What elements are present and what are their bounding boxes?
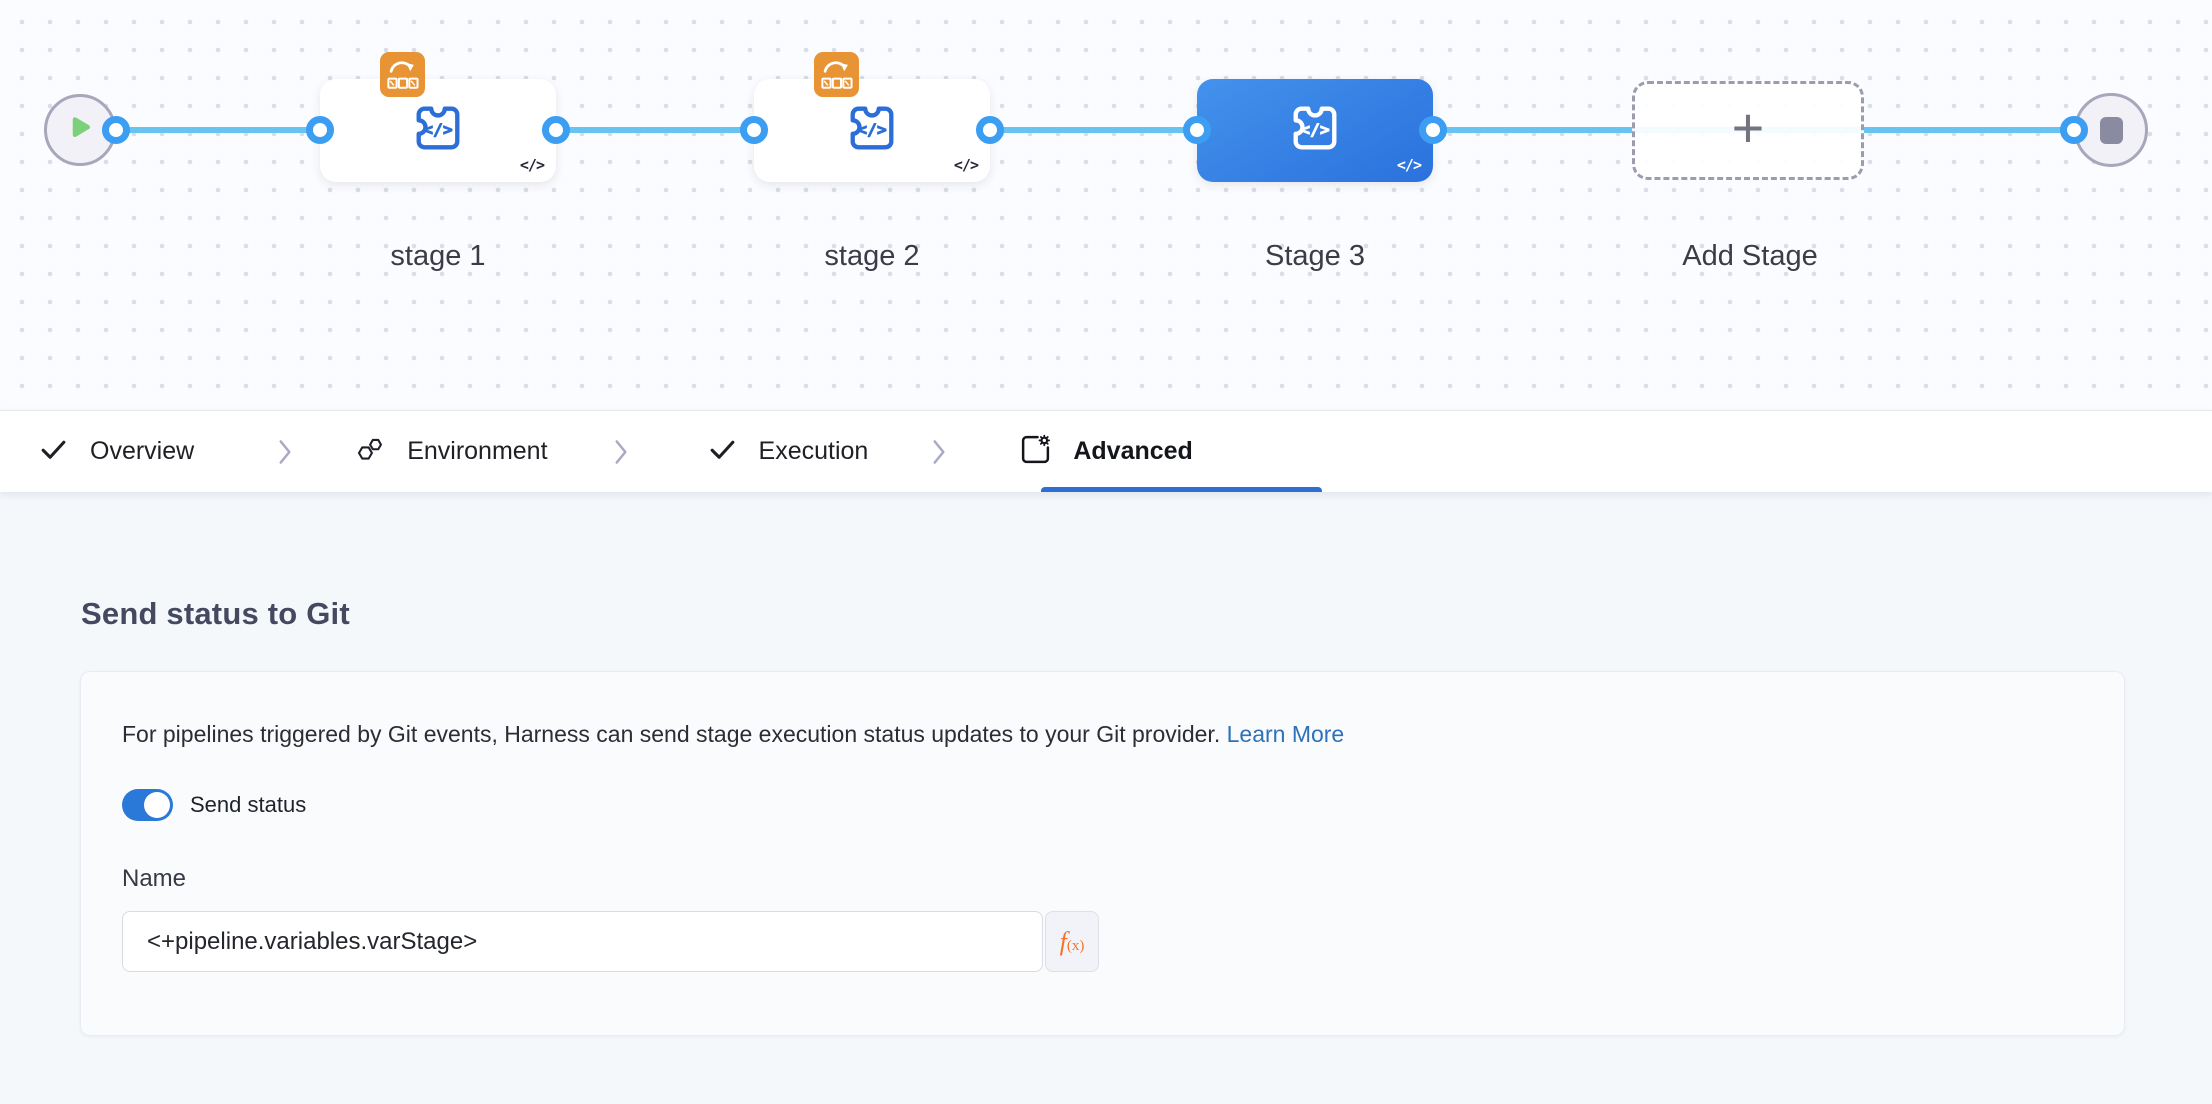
play-icon [66,113,94,148]
pipeline-start-node[interactable] [44,94,116,166]
rolling-deployment-badge-icon [814,52,859,97]
plus-icon: + [1731,95,1765,159]
chevron-right-icon [274,435,297,469]
code-glyph: </> [1300,120,1330,139]
connector-port[interactable] [306,116,334,144]
yaml-code-icon: </> [519,156,545,174]
yaml-code-icon: </> [1396,156,1422,174]
custom-stage-puzzle-icon: </> [1288,101,1342,160]
rolling-deployment-badge-icon [380,52,425,97]
description-text: For pipelines triggered by Git events, H… [122,721,1221,747]
code-glyph: </> [857,120,887,139]
tab-advanced[interactable]: Advanced [1019,433,1193,471]
add-stage-button[interactable]: + [1632,81,1864,180]
code-glyph: </> [423,120,453,139]
send-status-card: For pipelines triggered by Git events, H… [80,671,2125,1036]
stage-label: stage 1 [390,240,486,272]
chevron-right-icon [610,435,633,469]
tab-overview[interactable]: Overview [38,434,194,470]
fx-label: f [1059,926,1067,956]
document-gear-icon [1019,433,1052,471]
fx-sub-label: (x) [1066,938,1085,955]
connector-port[interactable] [1419,116,1447,144]
section-title: Send status to Git [81,596,350,631]
name-field-label: Name [122,865,187,893]
connector-port[interactable] [976,116,1004,144]
stop-icon [2099,116,2123,144]
expression-fx-button[interactable]: f(x) [1045,911,1099,973]
tab-execution[interactable]: Execution [707,434,869,470]
connector-port[interactable] [2060,116,2088,144]
chevron-right-icon [928,435,951,469]
stage-node-stage-3[interactable]: </> </> [1197,79,1433,182]
pipeline-canvas[interactable]: </> </> </> </> </> </> [0,0,2212,410]
toggle-knob [144,792,170,819]
tab-label: Overview [90,437,195,465]
stage-label: Add Stage [1682,240,1818,272]
tab-label: Advanced [1073,437,1193,465]
check-icon [38,434,69,470]
stage-label: Stage 3 [1265,240,1365,272]
tab-label: Environment [407,437,548,465]
tab-environment[interactable]: Environment [355,434,548,470]
check-icon [707,434,738,470]
active-tab-indicator [1041,487,1322,492]
advanced-tab-panel: Send status to Git For pipelines trigger… [0,492,2212,1104]
connector-port[interactable] [1183,116,1211,144]
custom-stage-puzzle-icon: </> [411,101,465,160]
hexagons-environment-icon [355,434,386,470]
name-input[interactable] [122,911,1043,973]
toggle-label: Send status [190,792,307,818]
stage-node-stage-2[interactable]: </> </> [754,79,990,182]
stage-node-stage-1[interactable]: </> </> [320,79,556,182]
learn-more-link[interactable]: Learn More [1226,721,1345,747]
tab-label: Execution [758,437,869,465]
yaml-code-icon: </> [953,156,979,174]
card-description: For pipelines triggered by Git events, H… [122,718,2084,750]
connector-port[interactable] [740,116,768,144]
send-status-toggle[interactable] [122,789,173,822]
connector-port[interactable] [542,116,570,144]
pipeline-connection-line [116,127,2111,133]
custom-stage-puzzle-icon: </> [845,101,899,160]
connector-port[interactable] [102,116,130,144]
stage-label: stage 2 [824,240,920,272]
stage-config-tabbar: Overview Environment Execution [0,410,2212,492]
